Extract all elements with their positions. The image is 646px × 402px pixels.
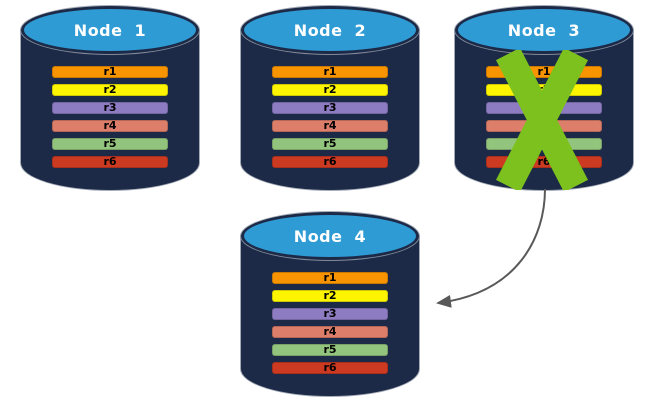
record-label: r1 xyxy=(323,271,337,284)
record-bar: r3 xyxy=(272,102,388,114)
record-bar: r4 xyxy=(52,120,168,132)
record-bar: r1 xyxy=(52,66,168,78)
node-label: Node 4 xyxy=(293,226,367,246)
record-stack: r1 r2 r3 r4 r5 r6 xyxy=(52,66,168,174)
record-bar: r2 xyxy=(272,290,388,302)
record-label: r1 xyxy=(323,65,337,78)
record-bar: r5 xyxy=(272,138,388,150)
node-label: Node 3 xyxy=(507,20,581,40)
record-label: r6 xyxy=(323,361,337,374)
record-label: r4 xyxy=(323,119,337,132)
record-bar: r4 xyxy=(272,120,388,132)
cylinder-top: Node 3 xyxy=(455,6,633,54)
record-bar: r5 xyxy=(52,138,168,150)
record-label: r5 xyxy=(103,137,117,150)
record-bar: r6 xyxy=(272,156,388,168)
record-label: r2 xyxy=(323,289,337,302)
db-node: Node 4 r1 r2 r3 r4 r5 r6 xyxy=(241,212,419,396)
failure-x-icon xyxy=(495,50,589,190)
record-bar: r4 xyxy=(272,326,388,338)
record-label: r5 xyxy=(323,137,337,150)
record-stack: r1 r2 r3 r4 r5 r6 xyxy=(272,272,388,380)
record-bar: r6 xyxy=(52,156,168,168)
record-bar: r2 xyxy=(52,84,168,96)
record-label: r2 xyxy=(323,83,337,96)
cylinder-top: Node 2 xyxy=(241,6,419,54)
record-bar: r2 xyxy=(272,84,388,96)
cylinder-top: Node 1 xyxy=(21,6,199,54)
record-bar: r3 xyxy=(52,102,168,114)
record-label: r2 xyxy=(103,83,117,96)
cylinder-top: Node 4 xyxy=(241,212,419,260)
record-bar: r6 xyxy=(272,362,388,374)
db-node: Node 1 r1 r2 r3 r4 r5 r6 xyxy=(21,6,199,190)
record-stack: r1 r2 r3 r4 r5 r6 xyxy=(272,66,388,174)
record-label: r1 xyxy=(103,65,117,78)
record-label: r3 xyxy=(103,101,117,114)
db-node: Node 2 r1 r2 r3 r4 r5 r6 xyxy=(241,6,419,190)
record-bar: r1 xyxy=(272,66,388,78)
record-label: r6 xyxy=(323,155,337,168)
record-label: r4 xyxy=(323,325,337,338)
record-label: r4 xyxy=(103,119,117,132)
record-label: r6 xyxy=(103,155,117,168)
record-label: r3 xyxy=(323,101,337,114)
record-bar: r1 xyxy=(272,272,388,284)
record-label: r3 xyxy=(323,307,337,320)
record-label: r1 xyxy=(537,65,551,78)
node-label: Node 2 xyxy=(293,20,367,40)
record-bar: r3 xyxy=(272,308,388,320)
record-label: r5 xyxy=(323,343,337,356)
record-bar: r5 xyxy=(272,344,388,356)
arrow-path xyxy=(436,188,546,308)
node-label: Node 1 xyxy=(73,20,147,40)
